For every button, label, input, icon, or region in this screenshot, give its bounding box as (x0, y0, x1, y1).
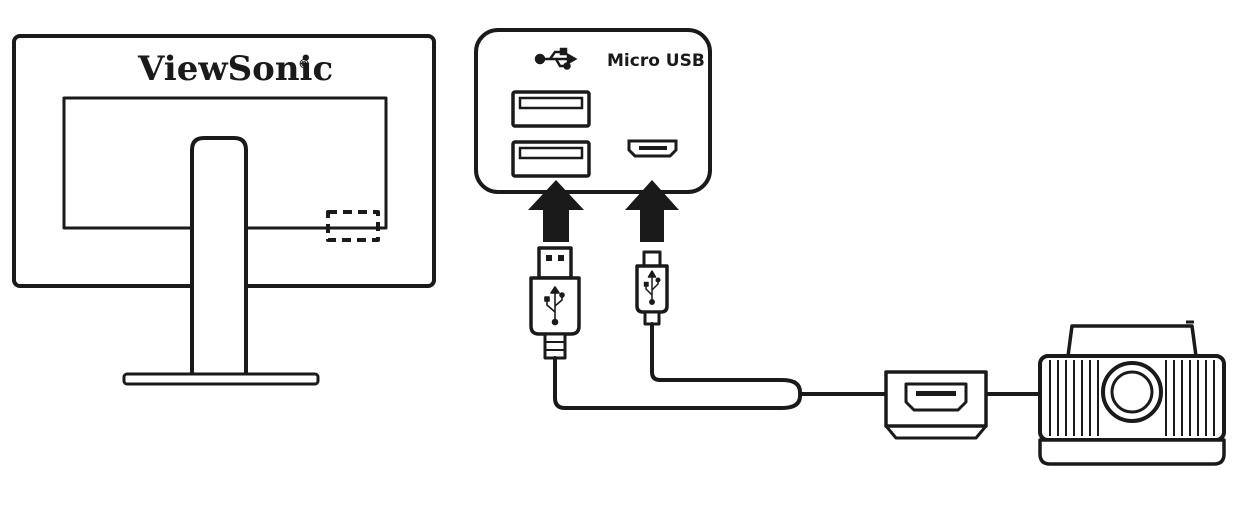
usb-a-strain-relief (543, 332, 567, 360)
monitor-registered-mark: ® (298, 57, 310, 71)
cable-micro-usb-branch (650, 322, 802, 394)
y-cable (553, 322, 1042, 410)
monitor-brand-logo: ViewSonic (137, 49, 333, 89)
projector-top-housing (1066, 324, 1198, 358)
usb-a-plug-trident-icon (544, 286, 565, 326)
port-panel-frame (474, 28, 712, 194)
usb-port-panel (474, 28, 712, 194)
projector-ribs (1049, 360, 1215, 436)
monitor-usb-port-region (326, 210, 380, 242)
projector-base (1038, 438, 1226, 466)
micro-usb-plug (635, 250, 669, 326)
cable-usb-a-branch (553, 356, 802, 410)
monitor-rear-view (12, 34, 436, 386)
micro-usb-plug-tip (642, 250, 662, 268)
insert-arrow-usb-a (528, 180, 584, 242)
monitor-stand-base (122, 372, 320, 386)
usb-a-port-top (511, 90, 591, 128)
monitor-stand (190, 136, 248, 376)
insert-arrow-micro-usb (625, 180, 679, 242)
micro-usb-port (627, 139, 678, 158)
usb-trident-icon (534, 47, 578, 70)
cable-adapter-box (884, 370, 988, 440)
micro-usb-label: Micro USB (607, 51, 705, 71)
projector-lens-inner (1110, 370, 1154, 414)
usb-a-plug (529, 246, 581, 360)
micro-usb-plug-trident-icon (643, 270, 661, 305)
usb-a-plug-tip (537, 246, 573, 280)
usb-a-port-bottom (511, 140, 591, 178)
projector-device (1038, 320, 1226, 466)
